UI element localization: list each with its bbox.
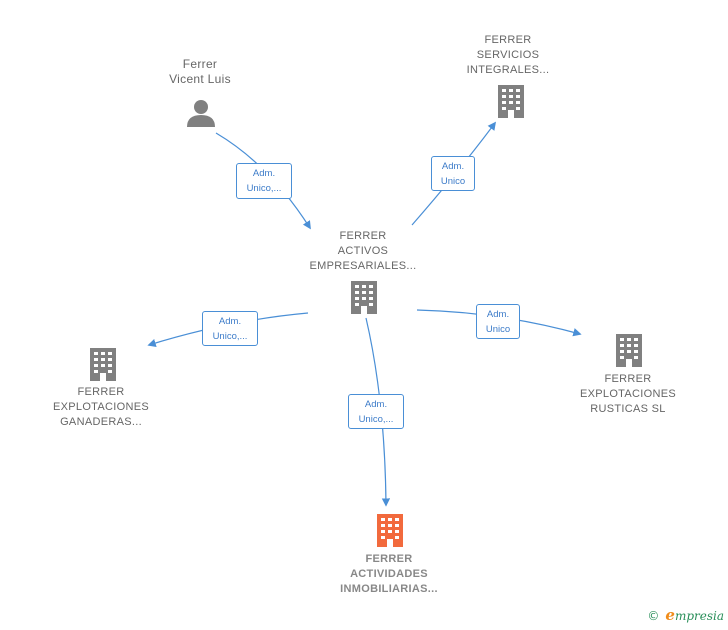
brand-logo-text: mpresia [674, 609, 724, 623]
building-icon-ganaderas[interactable] [90, 348, 116, 381]
brand-footer: © empresia [647, 606, 724, 624]
brand-logo-initial: e [665, 606, 675, 624]
edge-label-person-center: Adm.Unico,... [236, 163, 292, 199]
person-icon[interactable] [187, 100, 215, 127]
copyright-icon: © [647, 609, 660, 623]
edge-label-center-inmobiliarias: Adm.Unico,... [348, 394, 404, 429]
building-icon-inmobiliarias[interactable] [377, 514, 403, 547]
building-icon-servicios[interactable] [498, 85, 524, 118]
building-icon-center[interactable] [351, 281, 377, 314]
edge-label-center-servicios: Adm.Unico [431, 156, 475, 191]
building-icon-rusticas[interactable] [616, 334, 642, 367]
edge-label-center-rusticas: Adm.Unico [476, 304, 520, 339]
edge-label-center-ganaderas: Adm.Unico,... [202, 311, 258, 346]
